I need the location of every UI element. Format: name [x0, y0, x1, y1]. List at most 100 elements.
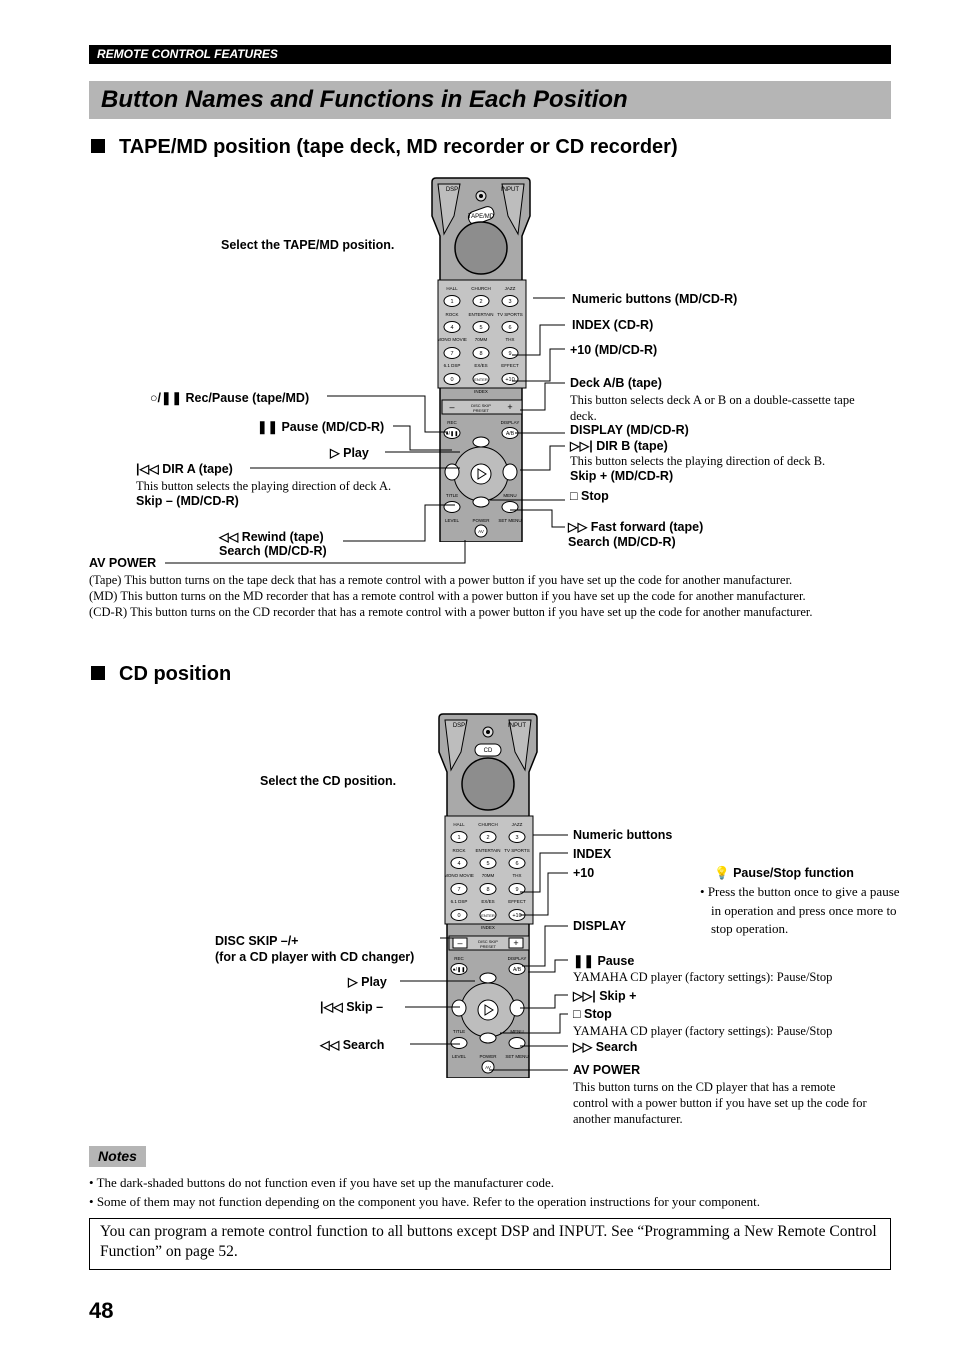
square-bullet-icon — [91, 666, 105, 680]
svg-text:9: 9 — [508, 351, 511, 357]
tape-md-selector[interactable]: TAPE/MD — [468, 214, 495, 220]
section-header-bar: REMOTE CONTROL FEATURES — [89, 45, 891, 64]
svg-text:REC: REC — [454, 956, 464, 961]
cd-disc-skip-label: DISC SKIP –/+ — [215, 934, 299, 948]
rec-pause-icon: ○/❚❚ — [150, 391, 182, 405]
list-item: • The dark-shaded buttons do not functio… — [89, 1175, 554, 1190]
svg-text:+10: +10 — [505, 377, 514, 383]
svg-text:SET MENU: SET MENU — [505, 1054, 528, 1059]
stop-icon: □ — [573, 1007, 581, 1021]
svg-text:6: 6 — [515, 861, 518, 867]
next-track-icon: ▷▷| — [573, 989, 596, 1003]
svg-text:+10: +10 — [512, 913, 521, 919]
play-icon: ▷ — [330, 446, 340, 460]
svg-text:POWER: POWER — [472, 518, 490, 523]
cd-numeric-label: Numeric buttons — [573, 828, 673, 842]
svg-text:TV SPORTS: TV SPORTS — [504, 848, 529, 853]
svg-text:ENTER: ENTER — [481, 913, 495, 918]
tape-play-label: ▷ Play — [330, 446, 369, 460]
svg-text:0: 0 — [450, 377, 453, 383]
svg-text:INPUT: INPUT — [508, 723, 526, 729]
svg-text:MENU: MENU — [503, 493, 516, 498]
tape-numeric-label: Numeric buttons (MD/CD-R) — [572, 292, 738, 306]
svg-text:4: 4 — [450, 325, 453, 331]
notes-list: • The dark-shaded buttons do not functio… — [89, 1173, 891, 1211]
cd-av-power-label: AV POWER — [573, 1063, 641, 1077]
cd-select-label: Select the CD position. — [260, 774, 397, 788]
tape-display-label: DISPLAY (MD/CD-R) — [570, 423, 689, 437]
tape-plus10-label: +10 (MD/CD-R) — [570, 343, 658, 357]
cd-skip-minus-label: |◁◁ Skip – — [320, 1000, 384, 1014]
cd-disc-skip-note: (for a CD player with CD changer) — [215, 950, 415, 964]
svg-text:THX: THX — [506, 337, 515, 342]
dsp-label: DSP — [446, 187, 458, 193]
notes-tag: Notes — [89, 1146, 146, 1167]
svg-text:2: 2 — [486, 835, 489, 841]
svg-text:THX: THX — [513, 873, 522, 878]
svg-text:1: 1 — [457, 835, 460, 841]
tape-rec-pause-label: ○/❚❚ Rec/Pause (tape/MD) — [150, 391, 310, 405]
svg-text:70MM: 70MM — [482, 873, 495, 878]
svg-text:0: 0 — [457, 913, 460, 919]
svg-text:EX/ES: EX/ES — [474, 363, 487, 368]
cd-selector[interactable]: CD — [484, 748, 493, 754]
stop-icon: □ — [570, 489, 578, 503]
svg-text:TITLE: TITLE — [453, 1029, 465, 1034]
svg-text:1: 1 — [450, 299, 453, 305]
svg-text:2: 2 — [479, 299, 482, 305]
fast-forward-icon: ▷▷ — [568, 520, 588, 534]
cd-stop-label: □ Stop — [573, 1007, 612, 1021]
svg-text:EFFECT: EFFECT — [501, 363, 519, 368]
svg-text:6.1 DSP: 6.1 DSP — [451, 899, 468, 904]
svg-text:PRESET: PRESET — [473, 408, 490, 413]
tape-ff-label: ▷▷ Fast forward (tape) — [568, 520, 704, 534]
page-title: Button Names and Functions in Each Posit… — [89, 81, 891, 119]
svg-text:INDEX: INDEX — [481, 925, 495, 930]
svg-text:8: 8 — [479, 351, 482, 357]
svg-text:JAZZ: JAZZ — [512, 822, 523, 827]
svg-text:●/❚❚: ●/❚❚ — [446, 431, 459, 437]
svg-text:INDEX: INDEX — [474, 389, 488, 394]
tape-av-power-label: AV POWER — [89, 556, 157, 570]
tape-dir-b-desc: This button selects the playing directio… — [570, 454, 826, 468]
svg-text:6: 6 — [508, 325, 511, 331]
tape-dir-a-desc: This button selects the playing directio… — [136, 479, 392, 493]
svg-text:MONO MOVIE: MONO MOVIE — [437, 337, 467, 342]
svg-text:70MM: 70MM — [475, 337, 488, 342]
svg-text:ENTERTAIN: ENTERTAIN — [475, 848, 500, 853]
svg-text:DISPLAY: DISPLAY — [508, 956, 527, 961]
svg-text:DSP: DSP — [453, 723, 465, 729]
svg-text:HALL: HALL — [453, 822, 465, 827]
cd-skip-plus-label: ▷▷| Skip + — [573, 989, 637, 1003]
svg-text:REC: REC — [447, 420, 457, 425]
previous-track-icon: |◁◁ — [136, 462, 159, 476]
page-number: 48 — [89, 1298, 114, 1323]
cd-plus10-label: +10 — [573, 866, 595, 880]
svg-text:JAZZ: JAZZ — [505, 286, 516, 291]
svg-text:DISC SKIP: DISC SKIP — [478, 939, 498, 944]
svg-text:AV: AV — [478, 529, 484, 534]
tape-rewind-search-label: Search (MD/CD-R) — [219, 544, 327, 558]
svg-text:MONO MOVIE: MONO MOVIE — [444, 873, 474, 878]
tape-rewind-label: ◁◁ Rewind (tape) — [219, 530, 324, 544]
cd-pause-label: ❚❚ Pause — [573, 954, 635, 968]
cd-search-left-label: ◁◁ Search — [320, 1038, 385, 1052]
cd-stop-desc: YAMAHA CD player (factory settings): Pau… — [573, 1024, 833, 1038]
cd-pause-stop-desc: • Press the button once to give a pause … — [700, 884, 900, 936]
tape-av-power-desc: (Tape) This button turns on the tape dec… — [89, 573, 813, 619]
tape-skip-minus-label: Skip – (MD/CD-R) — [136, 494, 239, 508]
svg-text:ENTER: ENTER — [474, 377, 488, 382]
svg-text:●/❚❚: ●/❚❚ — [453, 967, 466, 973]
svg-text:9: 9 — [515, 887, 518, 893]
cd-play-label: ▷ Play — [348, 975, 387, 989]
svg-text:ENTERTAIN: ENTERTAIN — [468, 312, 493, 317]
tape-deck-ab-label: Deck A/B (tape) — [570, 376, 662, 390]
rewind-icon: ◁◁ — [219, 530, 239, 544]
input-label: INPUT — [501, 187, 519, 193]
rewind-icon: ◁◁ — [320, 1038, 340, 1052]
pause-icon: ❚❚ — [573, 954, 594, 968]
svg-text:DISPLAY: DISPLAY — [501, 420, 520, 425]
cd-pause-stop-label: 💡 Pause/Stop function — [714, 866, 854, 880]
